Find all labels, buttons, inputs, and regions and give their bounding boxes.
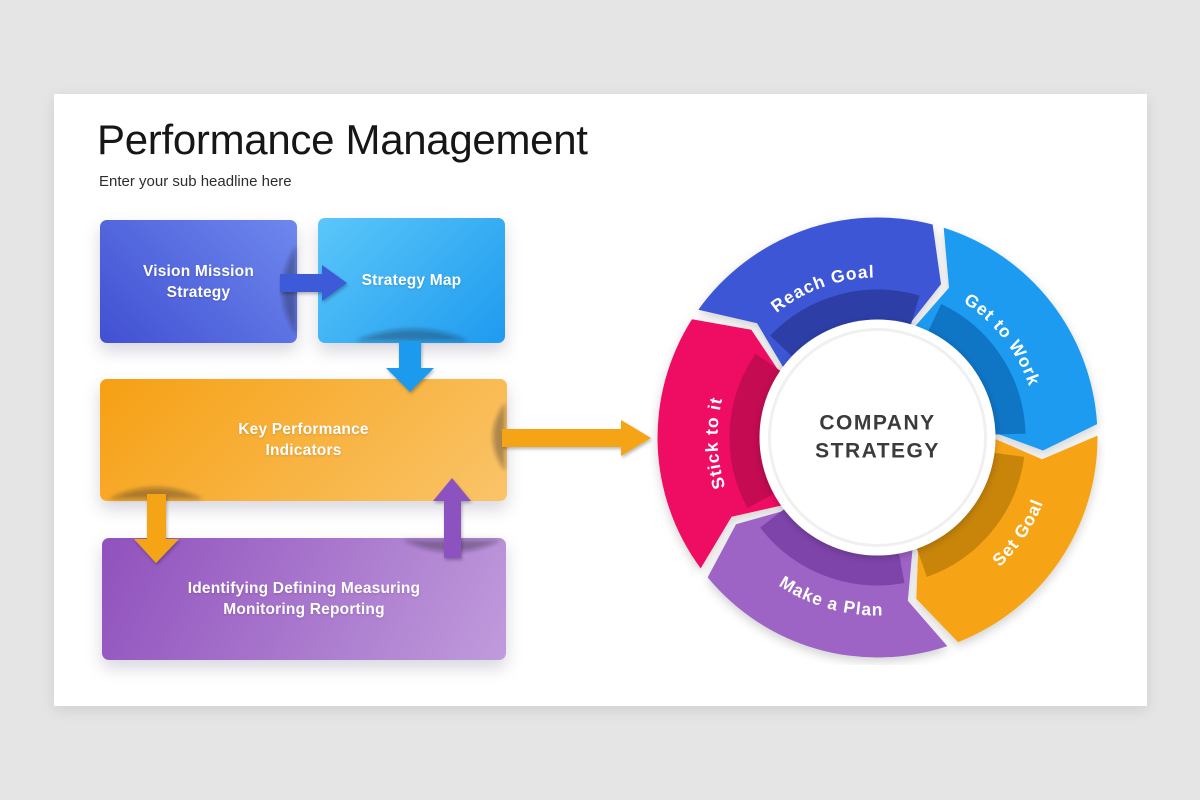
inner-shade-stick-to-it [729, 353, 786, 509]
page-title: Performance Management [97, 116, 588, 163]
label-line-2: Monitoring Reporting [223, 601, 385, 618]
label-line-1: Key Performance [238, 421, 369, 438]
page-subtitle: Enter your sub headline here [99, 173, 292, 190]
center-text-line-2: STRATEGY [815, 440, 940, 463]
center-circle-ring [768, 328, 987, 547]
cycle-diagram: COMPANY STRATEGY Reach Goal Get to Work … [657, 217, 1098, 658]
label-line-2: Indicators [265, 442, 342, 459]
label-line-1: Identifying Defining Measuring [187, 580, 421, 597]
label-line-2: Strategy [166, 283, 231, 301]
inner-shade-get-to-work [925, 303, 1026, 436]
inner-shade-make-a-plan [760, 505, 905, 586]
flow-box-label: Strategy Map [362, 270, 462, 291]
cycle-segment-get-to-work [911, 227, 1098, 451]
cycle-segment-reach-goal [698, 217, 941, 373]
label-line-1: Vision Mission [142, 262, 255, 280]
cycle-segment-set-goal [916, 435, 1098, 643]
inner-shade-reach-goal [770, 289, 920, 361]
center-circle [759, 319, 996, 556]
flow-box-label: Vision Mission Strategy [143, 261, 254, 303]
inner-shade-set-goal [914, 451, 1025, 577]
center-text-line-1: COMPANY [819, 412, 935, 435]
flow-box-key-performance-indicators: Key Performance Indicators [100, 379, 507, 501]
flow-box-identifying-defining: Identifying Defining Measuring Monitorin… [102, 538, 506, 660]
label-line-1: Strategy Map [361, 272, 462, 289]
flow-box-label: Key Performance Indicators [238, 419, 369, 461]
flow-box-vision-mission-strategy: Vision Mission Strategy [100, 220, 297, 343]
slide: Performance Management Enter your sub he… [54, 94, 1147, 706]
cycle-segment-make-a-plan [707, 508, 948, 658]
flow-box-label: Identifying Defining Measuring Monitorin… [188, 578, 420, 620]
flow-box-strategy-map: Strategy Map [318, 218, 505, 343]
